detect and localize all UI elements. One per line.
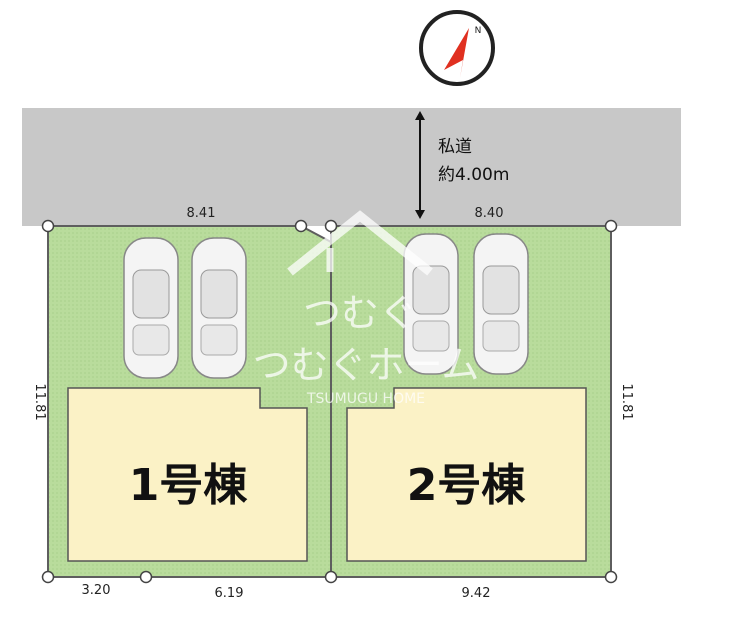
compass-north-icon: N xyxy=(419,10,495,86)
watermark-brand-jp-top: つむぐ xyxy=(303,291,417,335)
watermark-brand-en: TSUMUGU HOME xyxy=(306,391,425,407)
building-2-label: 2号棟 xyxy=(407,460,527,511)
dimension-top-right: 8.40 xyxy=(475,206,504,221)
building-1-label: 1号棟 xyxy=(129,460,249,511)
building-1 xyxy=(67,387,308,562)
building-2 xyxy=(346,387,587,562)
car-parking-2 xyxy=(191,237,247,379)
dimension-bottom-left-a: 3.20 xyxy=(82,583,111,598)
road-width-label: 約4.00m xyxy=(438,165,509,185)
dimension-right: 11.81 xyxy=(619,383,634,420)
dimension-top-left: 8.41 xyxy=(187,206,216,221)
dimension-bottom-right: 9.42 xyxy=(462,586,491,601)
dimension-left: 11.81 xyxy=(32,383,47,420)
car-parking-3 xyxy=(403,233,459,375)
watermark-brand-jp-bottom: つむぐホーム xyxy=(253,343,480,387)
car-parking-1 xyxy=(123,237,179,379)
brand-watermark: つむぐ つむぐホーム TSUMUGU HOME xyxy=(253,210,480,407)
dimension-bottom-left-b: 6.19 xyxy=(215,586,244,601)
boundary-points xyxy=(41,219,618,584)
car-parking-4 xyxy=(473,233,529,375)
compass-north-label: N xyxy=(475,26,482,36)
private-road xyxy=(22,108,681,226)
road-width-arrow xyxy=(415,111,425,219)
road-name-label: 私道 xyxy=(438,137,472,157)
